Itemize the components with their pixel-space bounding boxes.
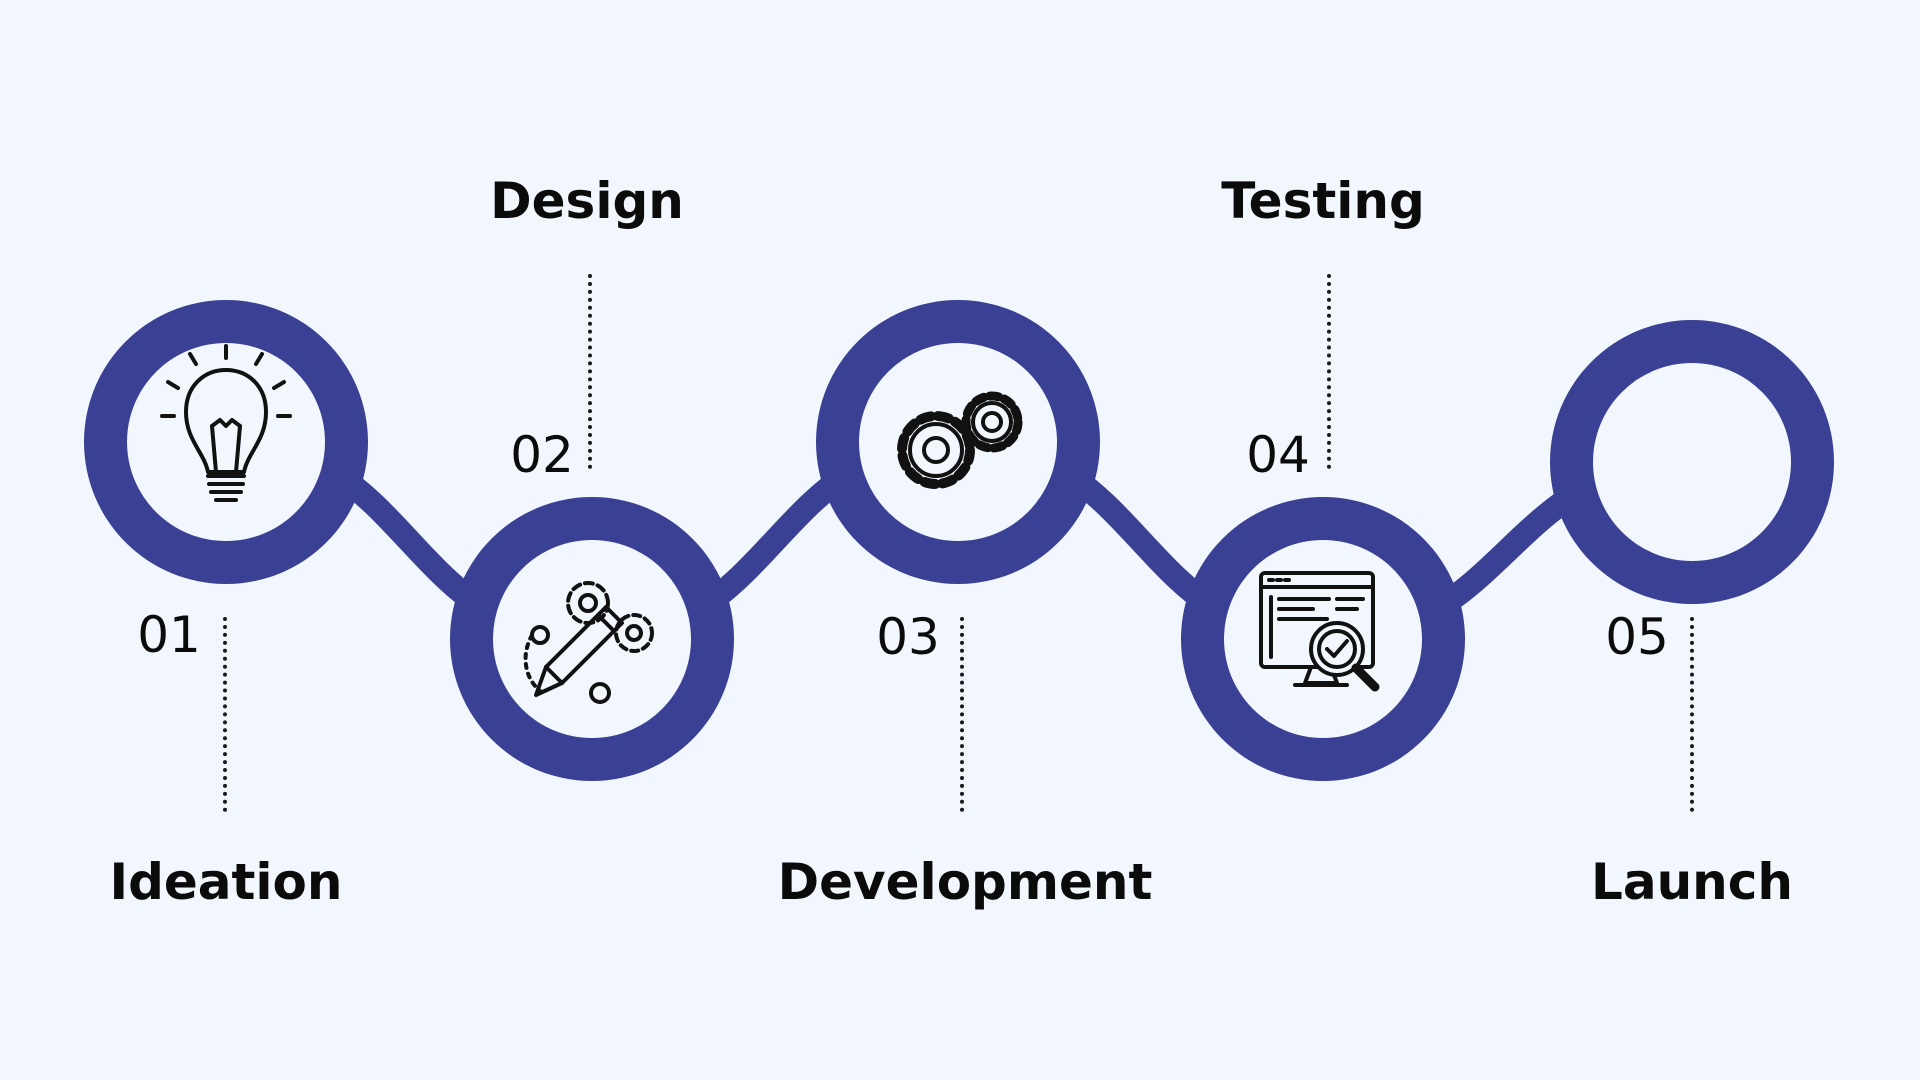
step-4-title: Testing	[1221, 172, 1425, 230]
step-1-disc	[127, 343, 325, 541]
step-1-node	[84, 300, 368, 584]
step-2-title: Design	[490, 172, 684, 230]
step-3-disc	[859, 343, 1057, 541]
lightbulb-icon	[160, 344, 292, 502]
step-3-number: 03	[876, 608, 940, 666]
pencil-gears-icon	[523, 581, 654, 704]
step-4-node	[1181, 497, 1465, 781]
step-5-number: 05	[1605, 608, 1669, 666]
step-5-disc	[1593, 363, 1791, 561]
step-5-title: Launch	[1590, 853, 1794, 911]
step-4-number: 04	[1246, 426, 1310, 484]
gears-icon	[897, 391, 1023, 489]
step-1-title: Ideation	[109, 853, 343, 911]
step-2-disc	[493, 540, 691, 738]
step-5-node	[1550, 320, 1834, 604]
step-3-title: Development	[777, 853, 1153, 911]
step-2-node	[450, 497, 734, 781]
step-2-number: 02	[510, 426, 574, 484]
monitor-search-icon	[1259, 571, 1380, 692]
step-3-connector	[960, 617, 964, 812]
step-5-connector	[1690, 617, 1694, 812]
step-1-number: 01	[137, 606, 201, 664]
step-1-connector	[223, 617, 227, 812]
step-2-connector	[588, 274, 592, 469]
step-4-connector	[1327, 274, 1331, 469]
step-3-node	[816, 300, 1100, 584]
